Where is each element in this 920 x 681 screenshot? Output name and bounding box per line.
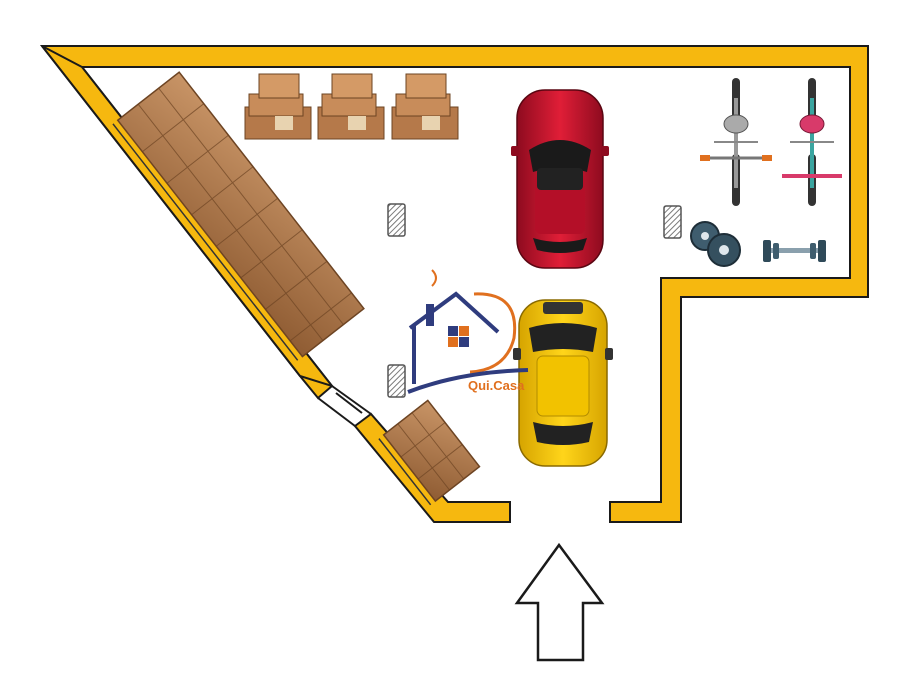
support-pillar	[387, 364, 406, 398]
side-door	[317, 385, 372, 427]
house-logo-icon	[407, 269, 529, 394]
support-pillar	[663, 205, 682, 239]
red-car	[511, 89, 609, 269]
boxes-stack	[391, 73, 459, 140]
yellow-car	[513, 299, 613, 467]
dumbbell	[763, 240, 826, 262]
support-pillar	[387, 203, 406, 237]
bicycle-grey	[700, 78, 772, 206]
boxes-stack	[317, 73, 385, 140]
weight-plates	[690, 221, 741, 267]
long-shelving-boxes	[112, 71, 365, 361]
small-shelving-boxes	[378, 399, 481, 506]
entrance-arrow	[514, 542, 605, 662]
boxes-stack	[244, 73, 312, 140]
upper-wall	[39, 45, 869, 523]
logo-text: Qui.Casa	[468, 378, 525, 393]
bicycle-pink	[782, 78, 842, 206]
